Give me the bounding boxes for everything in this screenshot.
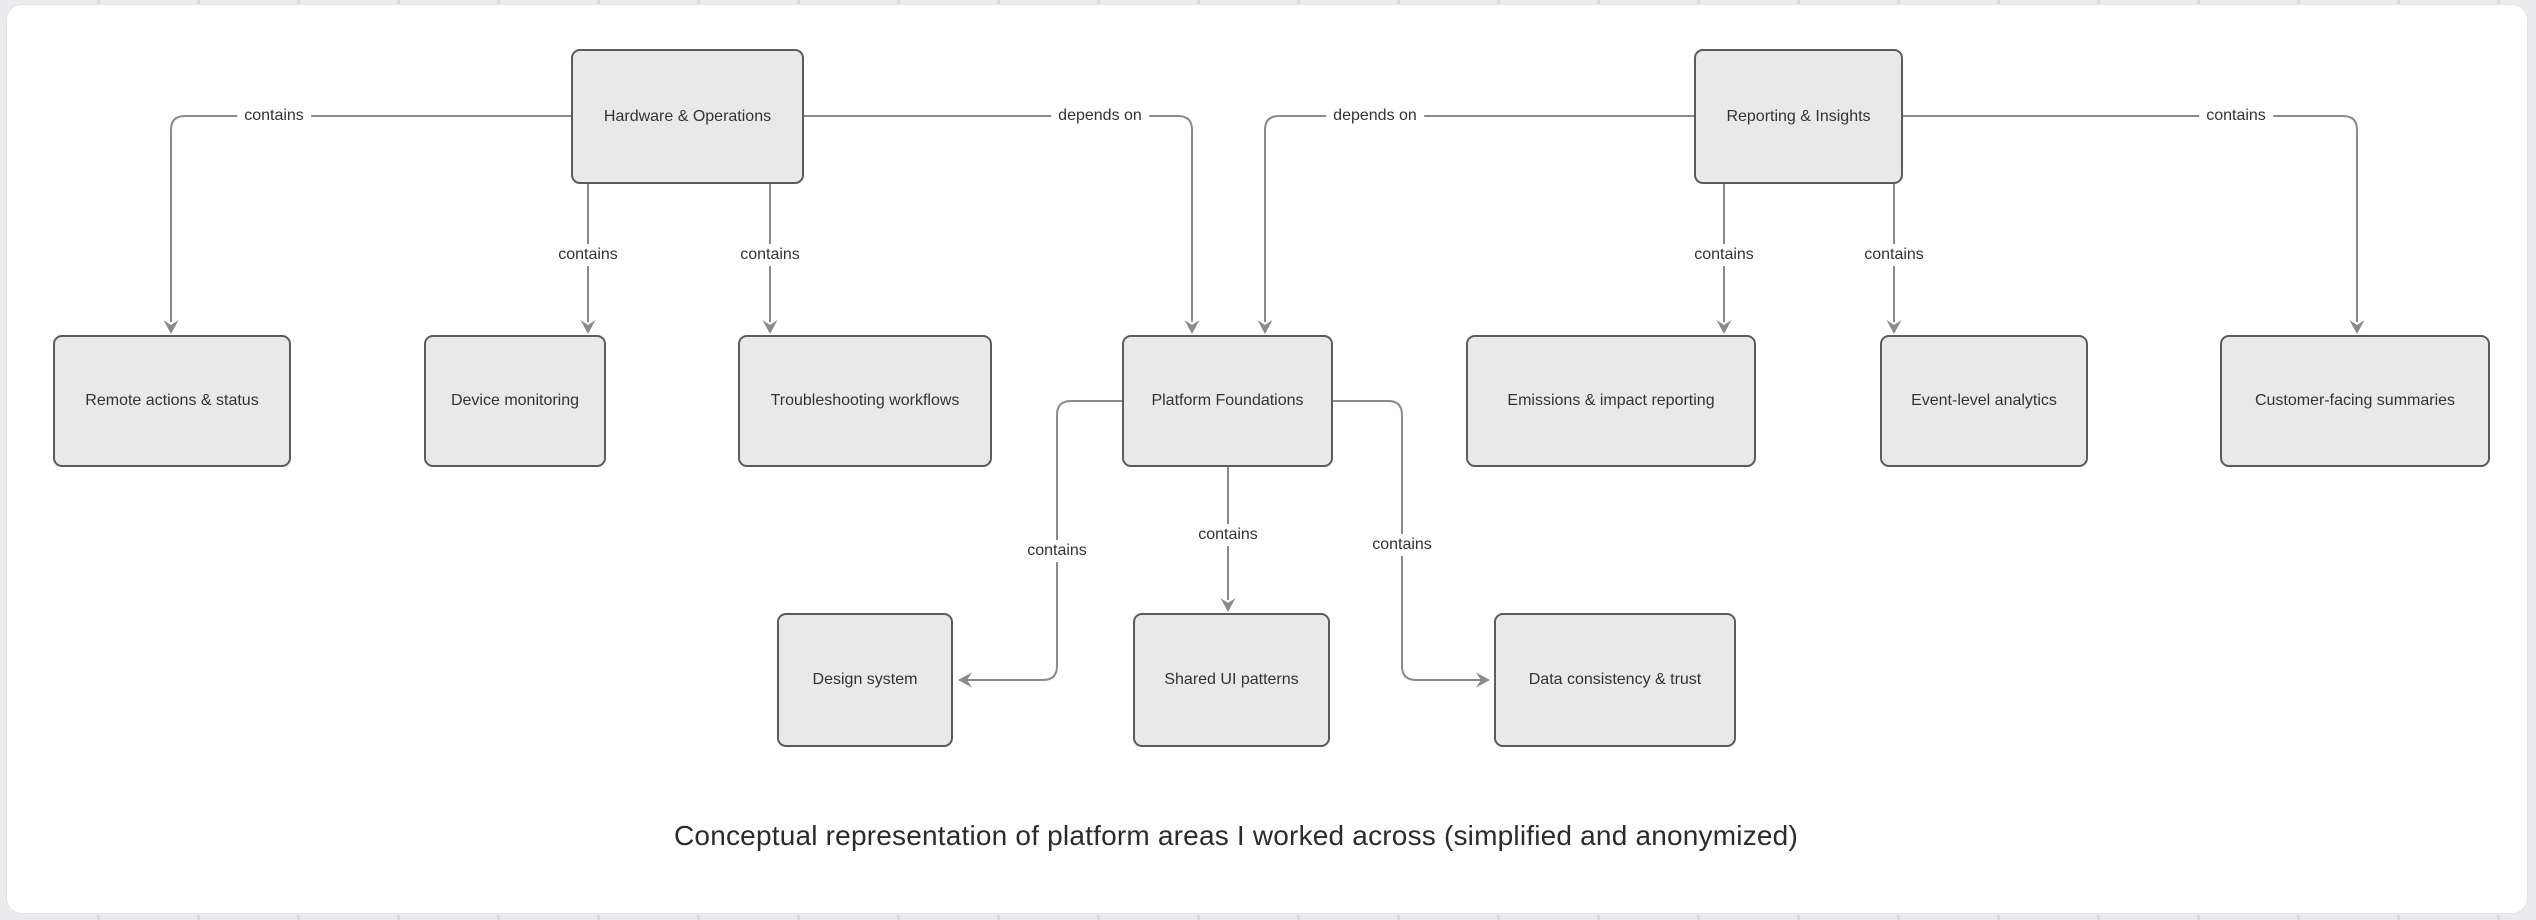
- arrowhead-icon: [1476, 672, 1490, 688]
- node-data-consistency-trust: Data consistency & trust: [1494, 613, 1736, 747]
- node-hardware-operations: Hardware & Operations: [571, 49, 804, 184]
- edge-label: depends on: [1326, 105, 1424, 127]
- node-platform-foundations: Platform Foundations: [1122, 335, 1333, 467]
- node-remote-actions-status: Remote actions & status: [53, 335, 291, 467]
- edge-label: contains: [551, 244, 625, 266]
- node-shared-ui-patterns: Shared UI patterns: [1133, 613, 1330, 747]
- edge-label: contains: [237, 105, 311, 127]
- background-ticks-bottom: [0, 915, 2536, 920]
- edge-label: depends on: [1051, 105, 1149, 127]
- arrowhead-icon: [762, 320, 778, 334]
- edge-line: [1264, 115, 1694, 322]
- edge-label: contains: [2199, 105, 2273, 127]
- edge-line: [170, 115, 571, 322]
- arrowhead-icon: [1886, 320, 1902, 334]
- node-emissions-impact-reporting: Emissions & impact reporting: [1466, 335, 1756, 467]
- edge-label: contains: [733, 244, 807, 266]
- node-design-system: Design system: [777, 613, 953, 747]
- arrowhead-icon: [1716, 320, 1732, 334]
- arrowhead-icon: [958, 672, 972, 688]
- node-customer-facing-summaries: Customer-facing summaries: [2220, 335, 2490, 467]
- edge-label: contains: [1365, 534, 1439, 556]
- arrowhead-icon: [163, 320, 179, 334]
- node-device-monitoring: Device monitoring: [424, 335, 606, 467]
- background-ticks-top: [0, 0, 2536, 5]
- arrowhead-icon: [580, 320, 596, 334]
- edge-line: [1903, 115, 2358, 322]
- edge-label: contains: [1191, 524, 1265, 546]
- node-troubleshooting-workflows: Troubleshooting workflows: [738, 335, 992, 467]
- arrowhead-icon: [1257, 320, 1273, 334]
- node-reporting-insights: Reporting & Insights: [1694, 49, 1903, 184]
- edge-label: contains: [1687, 244, 1761, 266]
- diagram-caption: Conceptual representation of platform ar…: [674, 820, 1798, 851]
- arrowhead-icon: [1220, 598, 1236, 612]
- node-event-level-analytics: Event-level analytics: [1880, 335, 2088, 467]
- edge-label: contains: [1020, 540, 1094, 562]
- edge-label: contains: [1857, 244, 1931, 266]
- arrowhead-icon: [2349, 320, 2365, 334]
- arrowhead-icon: [1184, 320, 1200, 334]
- edge-line: [804, 115, 1193, 322]
